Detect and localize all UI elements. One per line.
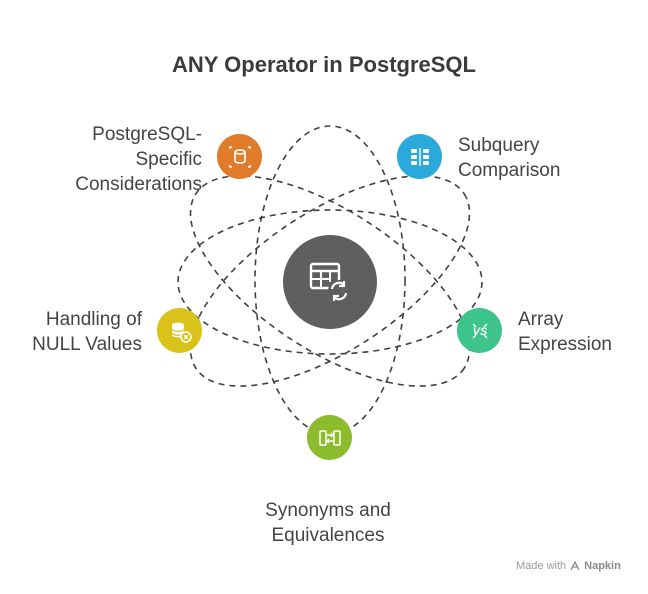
- node-postgresql-specific: [217, 134, 262, 179]
- napkin-watermark: Made with Napkin: [516, 560, 621, 572]
- watermark-prefix: Made with: [516, 560, 567, 572]
- orbit-ellipse-horizontal: [177, 209, 483, 355]
- node-handling-null: [157, 308, 202, 353]
- label-postgresql-specific: PostgreSQL- Specific Considerations: [75, 124, 202, 195]
- label-synonyms-equivalences: Synonyms and Equivalences: [265, 500, 391, 546]
- node-subquery-comparison: [397, 134, 442, 179]
- center-hub: [283, 235, 377, 329]
- node-synonyms-equivalences: [307, 415, 352, 460]
- table-refresh-icon: [309, 262, 350, 302]
- orbit-ellipse-diag-a: [189, 175, 471, 387]
- orbit-ellipse-diag-b: [189, 175, 471, 387]
- node-array-expression: VS: [457, 308, 502, 353]
- page-title: ANY Operator in PostgreSQL: [172, 52, 476, 77]
- label-subquery-comparison: Subquery Comparison: [458, 135, 561, 181]
- napkin-logo-icon: [570, 561, 580, 571]
- label-handling-null: Handling of NULL Values: [32, 309, 142, 355]
- equivalence-icon: [318, 429, 341, 446]
- orbit-ellipse-vertical: [254, 125, 406, 435]
- compare-stacks-icon: [410, 147, 429, 166]
- database-x-icon: [170, 322, 192, 343]
- label-array-expression: Array Expression: [518, 309, 612, 355]
- watermark-brand: Napkin: [584, 560, 621, 572]
- database-arrows-icon: [228, 145, 251, 168]
- vs-icon: VS: [472, 323, 487, 338]
